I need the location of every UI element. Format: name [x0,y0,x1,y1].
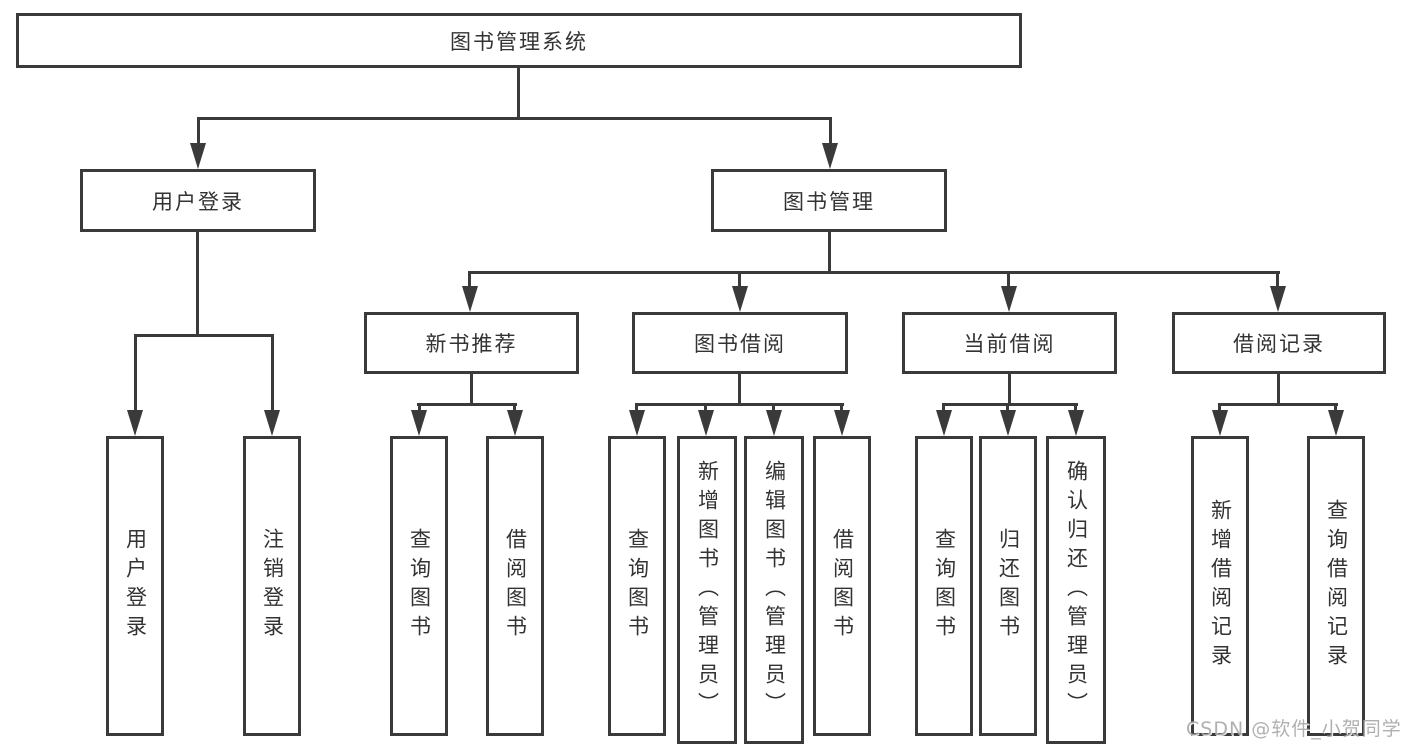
node-book-management: 图书管理 [711,169,947,232]
arrow-down-icon [834,410,850,436]
node-user-login: 用户登录 [106,436,164,736]
node-logout: 注销登录 [243,436,301,736]
node-query-books: 查询图书 [915,436,973,736]
arrow-down-icon [1000,410,1016,436]
arrow-down-icon [127,410,143,436]
node-label: 新增借阅记录 [1208,499,1233,673]
connector-line [468,271,471,289]
node-library-system: 图书管理系统 [16,13,1022,68]
connector-line [513,403,516,415]
csdn-watermark: CSDN @软件_小贺同学 [1186,718,1402,740]
arrow-down-icon [462,286,478,312]
arrow-down-icon [1068,410,1084,436]
arrow-down-icon [507,410,523,436]
node-borrow-records: 借阅记录 [1172,312,1386,374]
connector-line [828,232,831,273]
node-add-book-admin: 新增图书（管理员） [677,436,737,744]
node-borrow-books: 借阅图书 [486,436,544,736]
node-label: 归还图书 [996,528,1021,644]
connector-line [840,403,843,415]
node-label: 借阅图书 [503,528,528,644]
arrow-down-icon [411,410,427,436]
connector-line [738,271,741,289]
connector-line [829,117,832,145]
node-borrow-books: 借阅图书 [813,436,871,736]
node-label: 图书借阅 [694,332,786,356]
node-user-login-branch: 用户登录 [80,169,316,232]
connector-line [738,374,741,405]
connector-line [134,334,274,337]
connector-line [470,374,473,405]
connector-line [517,68,520,119]
arrow-down-icon [822,143,838,169]
connector-line [1006,403,1009,415]
arrow-down-icon [1212,410,1228,436]
arrow-down-icon [732,286,748,312]
connector-line [1276,271,1279,289]
node-label: 当前借阅 [963,332,1056,356]
node-return-book: 归还图书 [979,436,1037,736]
node-label: 新书推荐 [425,332,518,356]
arrow-down-icon [1328,410,1344,436]
node-query-borrow-record: 查询借阅记录 [1307,436,1365,736]
arrow-down-icon [936,410,952,436]
node-label: 查询借阅记录 [1324,499,1349,673]
arrow-down-icon [190,143,206,169]
node-query-books: 查询图书 [390,436,448,736]
connector-line [704,403,707,415]
node-label: 图书管理 [783,189,875,214]
node-query-books: 查询图书 [608,436,666,736]
connector-line [197,117,832,120]
connector-line [134,334,137,412]
node-label: 查询图书 [625,528,650,644]
arrow-down-icon [264,410,280,436]
node-label: 新增图书（管理员） [695,459,720,721]
node-label: 用户登录 [123,528,148,644]
node-current-borrow: 当前借阅 [902,312,1117,374]
node-label: 编辑图书（管理员） [762,459,787,721]
connector-line [1008,374,1011,405]
connector-line [1218,403,1338,406]
node-label: 借阅记录 [1233,332,1325,356]
node-confirm-return-admin: 确认归还（管理员） [1046,436,1106,744]
node-label: 查询图书 [932,528,957,644]
connector-line [942,403,945,415]
connector-line [196,232,199,336]
connector-line [942,403,1078,406]
connector-line [417,403,517,406]
node-book-borrow: 图书借阅 [632,312,848,374]
node-label: 查询图书 [407,528,432,644]
arrow-down-icon [629,410,645,436]
connector-line [271,334,274,412]
arrow-down-icon [1270,286,1286,312]
node-new-book-recommend: 新书推荐 [364,312,579,374]
node-label: 注销登录 [260,528,285,644]
connector-line [1074,403,1077,415]
connector-line [1007,271,1010,289]
node-label: 借阅图书 [830,528,855,644]
node-edit-book-admin: 编辑图书（管理员） [744,436,804,744]
arrow-down-icon [766,410,782,436]
connector-line [1277,374,1280,405]
connector-line [1218,403,1221,415]
node-add-borrow-record: 新增借阅记录 [1191,436,1249,736]
node-label: 确认归还（管理员） [1064,459,1089,721]
node-label: 用户登录 [152,189,244,214]
connector-line [469,271,1280,274]
connector-line [197,117,200,145]
connector-line [635,403,844,406]
node-label: 图书管理系统 [450,29,588,54]
connector-line [418,403,421,415]
connector-line [772,403,775,415]
arrow-down-icon [1001,286,1017,312]
arrow-down-icon [698,410,714,436]
connector-line [635,403,638,415]
connector-line [1334,403,1337,415]
